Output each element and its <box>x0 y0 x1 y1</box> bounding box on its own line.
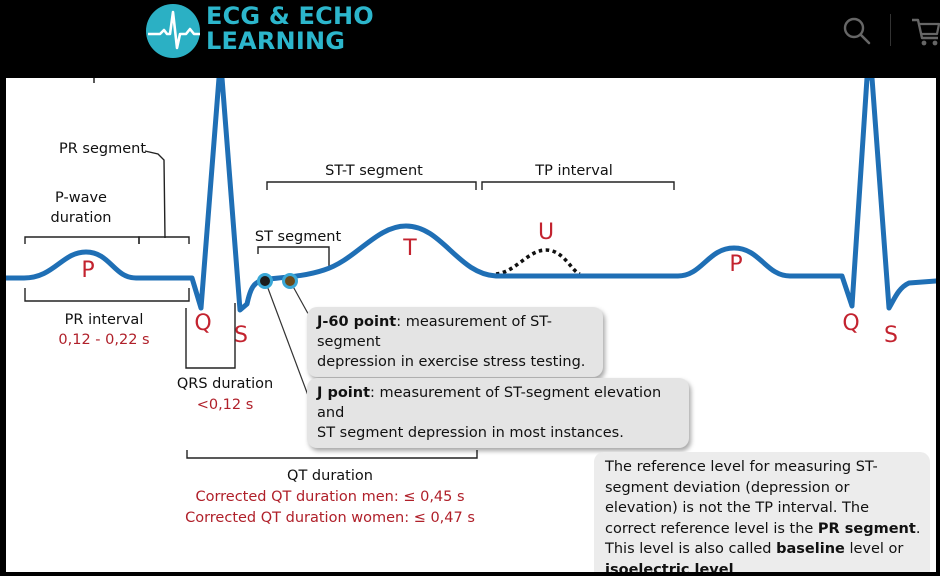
qt-duration-bracket <box>186 450 478 459</box>
st-t-segment-label: ST-T segment <box>325 163 423 179</box>
st-t-segment-bracket <box>266 181 477 190</box>
brand-line-1: ECG & ECHO <box>206 2 374 30</box>
q-wave-letter: Q <box>194 311 212 336</box>
note-text-2: . This level is also called <box>605 520 921 558</box>
j60-point-marker[interactable] <box>282 273 298 289</box>
tp-interval-bracket <box>481 181 675 190</box>
qt-corrected-men: Corrected QT duration men: ≤ 0,45 s <box>195 489 465 505</box>
pr-interval-value: 0,12 - 0,22 s <box>58 332 150 348</box>
note-bold-isoelectric: isoelectric level <box>605 561 734 573</box>
s-wave-letter-2: S <box>884 323 898 348</box>
j60-callout-title: J-60 point <box>317 314 397 330</box>
qrs-duration-bracket <box>185 303 236 369</box>
j60-callout-text: : measurement of ST-segment <box>317 314 553 350</box>
j-callout-title: J point <box>317 385 371 401</box>
pr-interval-bracket <box>24 288 190 302</box>
j60-callout-text-2: depression in exercise stress testing. <box>317 354 586 370</box>
pr-segment-label: PR segment <box>59 141 147 157</box>
ecg-waveform <box>6 78 936 313</box>
p-wave-label-line2: duration <box>50 210 112 226</box>
st-segment-bracket <box>257 246 330 268</box>
st-segment-label: ST segment <box>254 229 342 245</box>
note-text-1: The reference level for measuring ST-seg… <box>605 459 878 537</box>
note-text-4: . <box>733 561 739 573</box>
ecg-heart-logo-icon[interactable] <box>146 4 200 58</box>
u-wave-dotted <box>495 248 581 276</box>
note-text-3: level or <box>844 541 904 557</box>
p-wave-letter-2: P <box>729 252 743 277</box>
j-callout-text-2: ST segment depression in most instances. <box>317 425 624 441</box>
j-point-marker[interactable] <box>257 273 273 289</box>
qt-corrected-women: Corrected QT duration women: ≤ 0,47 s <box>185 510 475 526</box>
brand-name[interactable]: ECG & ECHO LEARNING <box>206 4 374 54</box>
pr-segment-bracket <box>138 236 190 244</box>
search-icon[interactable] <box>842 16 872 46</box>
note-bold-pr-segment: PR segment <box>817 520 916 537</box>
p-wave-duration-bracket <box>24 236 140 244</box>
q-wave-letter-2: Q <box>842 311 860 336</box>
pr-segment-leader <box>144 150 166 239</box>
t-wave-letter: T <box>403 236 417 261</box>
pr-interval-label: PR interval <box>64 312 144 328</box>
note-bold-baseline: baseline <box>776 541 845 557</box>
header-divider <box>890 14 891 46</box>
brand-line-2: LEARNING <box>206 27 346 55</box>
ecg-diagram: PR segment P-wave duration PR interval 0… <box>6 78 936 572</box>
reference-level-note: The reference level for measuring ST-seg… <box>594 452 930 572</box>
qrs-duration-label: QRS duration <box>176 376 274 392</box>
j-point-callout: J point: measurement of ST-segment eleva… <box>307 378 689 448</box>
s-wave-letter: S <box>234 323 248 348</box>
qt-duration-label: QT duration <box>287 468 373 484</box>
p-wave-letter: P <box>81 258 95 283</box>
p-wave-label-line1: P-wave <box>55 190 107 206</box>
j60-point-callout: J-60 point: measurement of ST-segment de… <box>307 307 603 377</box>
j-callout-text: : measurement of ST-segment elevation an… <box>317 385 662 421</box>
qrs-duration-value: <0,12 s <box>196 397 254 413</box>
tp-interval-label: TP interval <box>535 163 613 179</box>
cart-icon[interactable] <box>910 14 940 48</box>
site-header: ECG & ECHO LEARNING <box>0 0 940 78</box>
u-wave-letter: U <box>537 220 555 245</box>
